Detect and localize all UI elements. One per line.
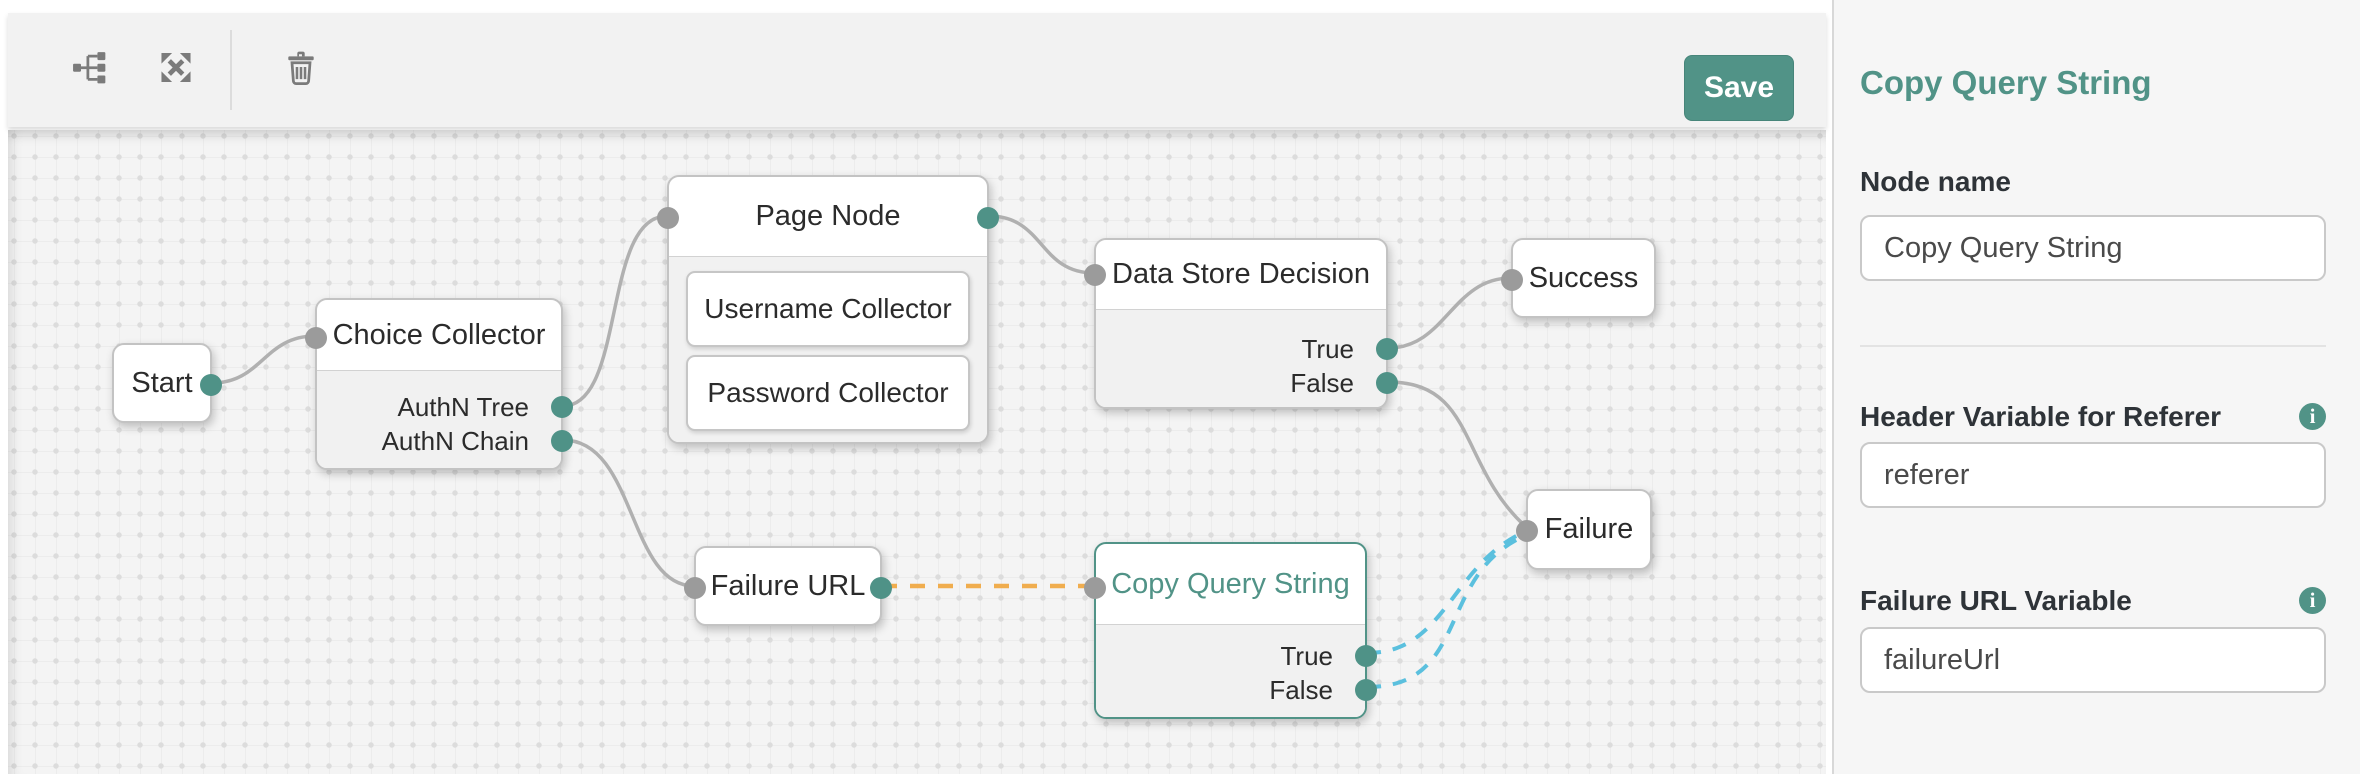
cqs-false-output-port[interactable] bbox=[1355, 679, 1377, 701]
output-label-authn-tree: AuthN Tree bbox=[397, 392, 529, 422]
header-variable-label-text: Header Variable for Referer bbox=[1860, 400, 2222, 432]
failure-url-variable-label-text: Failure URL Variable bbox=[1860, 584, 2132, 616]
output-label-true: True bbox=[1301, 334, 1355, 364]
node-name-label-text: Node name bbox=[1860, 165, 2011, 197]
dsd-true-output-port[interactable] bbox=[1376, 338, 1398, 360]
node-cqs-outputs: True False bbox=[1096, 624, 1377, 717]
panel-title: Copy Query String bbox=[1860, 64, 2152, 101]
header-variable-field-label: Header Variable for Referer i bbox=[1860, 399, 2326, 434]
page-node-children: Username Collector Password Collector bbox=[669, 256, 987, 442]
failure-url-variable-field-label: Failure URL Variable i bbox=[1860, 583, 2326, 618]
failure-url-input-port[interactable] bbox=[684, 577, 706, 599]
data-store-decision-input-port[interactable] bbox=[1084, 264, 1106, 286]
node-choice-collector-outputs: AuthN Tree AuthN Chain bbox=[317, 370, 573, 468]
edge-dsd-false-to-failure bbox=[1387, 380, 1528, 529]
output-label-false: False bbox=[1269, 675, 1333, 705]
failure-url-variable-input[interactable] bbox=[1860, 627, 2326, 693]
node-page-node[interactable]: Page Node Username Collector Password Co… bbox=[657, 175, 999, 444]
node-choice-collector-label: Choice Collector bbox=[332, 318, 546, 351]
node-data-store-decision[interactable]: Data Store Decision True False bbox=[1084, 238, 1398, 409]
start-output-port[interactable] bbox=[200, 374, 222, 396]
node-failure-label: Failure bbox=[1544, 513, 1634, 545]
failure-input-port[interactable] bbox=[1516, 520, 1538, 542]
node-dsd-outputs: True False bbox=[1096, 309, 1398, 407]
save-button[interactable]: Save bbox=[1684, 55, 1794, 121]
page-node-input-port[interactable] bbox=[657, 207, 679, 229]
edge-authn-chain-to-failure-url bbox=[562, 438, 695, 588]
toolbar-separator bbox=[230, 30, 232, 110]
edge-dsd-true-to-success bbox=[1387, 276, 1512, 350]
panel-section-divider bbox=[1860, 345, 2326, 347]
node-page-node-label: Page Node bbox=[755, 200, 901, 232]
node-name-input[interactable] bbox=[1860, 215, 2326, 281]
node-success[interactable]: Success bbox=[1501, 238, 1656, 318]
failure-url-variable-info-icon[interactable]: i bbox=[2299, 587, 2326, 614]
node-failure-url-label: Failure URL bbox=[710, 569, 866, 602]
success-input-port[interactable] bbox=[1501, 269, 1523, 291]
edge-cqs-true-to-failure-dashed bbox=[1366, 530, 1525, 655]
node-copy-query-string-label: Copy Query String bbox=[1111, 567, 1350, 600]
tree-layout-icon[interactable] bbox=[72, 50, 108, 91]
dsd-false-output-port[interactable] bbox=[1376, 372, 1398, 394]
edge-page-node-to-data-store-decision bbox=[988, 214, 1095, 275]
authn-chain-output-port[interactable] bbox=[551, 430, 573, 452]
edges-layer bbox=[211, 214, 1528, 689]
delete-node-icon[interactable] bbox=[284, 50, 318, 91]
edge-start-to-choice-collector bbox=[211, 334, 316, 385]
tree-canvas[interactable]: Start Choice Collector AuthN Tree AuthN … bbox=[8, 130, 1826, 774]
node-success-label: Success bbox=[1528, 261, 1639, 294]
node-failure-url[interactable]: Failure URL bbox=[684, 546, 892, 626]
copy-query-string-input-port[interactable] bbox=[1084, 577, 1106, 599]
output-label-false: False bbox=[1290, 368, 1354, 398]
node-start-label: Start bbox=[131, 366, 193, 399]
authn-tree-output-port[interactable] bbox=[551, 396, 573, 418]
edge-cqs-false-to-failure-dashed bbox=[1366, 535, 1523, 689]
header-variable-info-icon[interactable]: i bbox=[2299, 403, 2326, 430]
node-choice-collector[interactable]: Choice Collector AuthN Tree AuthN Chain bbox=[305, 298, 573, 470]
output-label-true: True bbox=[1280, 641, 1334, 671]
choice-collector-input-port[interactable] bbox=[305, 327, 327, 349]
auto-layout-expand-icon[interactable] bbox=[157, 49, 195, 92]
header-variable-input[interactable] bbox=[1860, 442, 2326, 508]
page-node-output-port[interactable] bbox=[977, 207, 999, 229]
subnode-username-collector[interactable]: Username Collector bbox=[686, 271, 970, 347]
subnode-password-collector[interactable]: Password Collector bbox=[686, 355, 970, 431]
node-name-field-label: Node name bbox=[1860, 164, 2326, 199]
node-data-store-decision-label: Data Store Decision bbox=[1112, 258, 1370, 290]
node-properties-panel: Copy Query String Node name Header Varia… bbox=[1834, 0, 2360, 774]
cqs-true-output-port[interactable] bbox=[1355, 645, 1377, 667]
panel-divider bbox=[1832, 0, 1834, 774]
node-failure[interactable]: Failure bbox=[1516, 489, 1652, 570]
node-start[interactable]: Start bbox=[112, 343, 222, 423]
editor-toolbar: Save bbox=[8, 13, 1826, 127]
edge-authn-tree-to-page-node bbox=[562, 214, 668, 408]
failure-url-output-port[interactable] bbox=[870, 577, 892, 599]
tree-editor-workarea: Save Start Choice Collector AuthN Tree A… bbox=[8, 13, 1826, 774]
output-label-authn-chain: AuthN Chain bbox=[381, 426, 529, 456]
node-copy-query-string[interactable]: Copy Query String True False bbox=[1084, 542, 1377, 719]
